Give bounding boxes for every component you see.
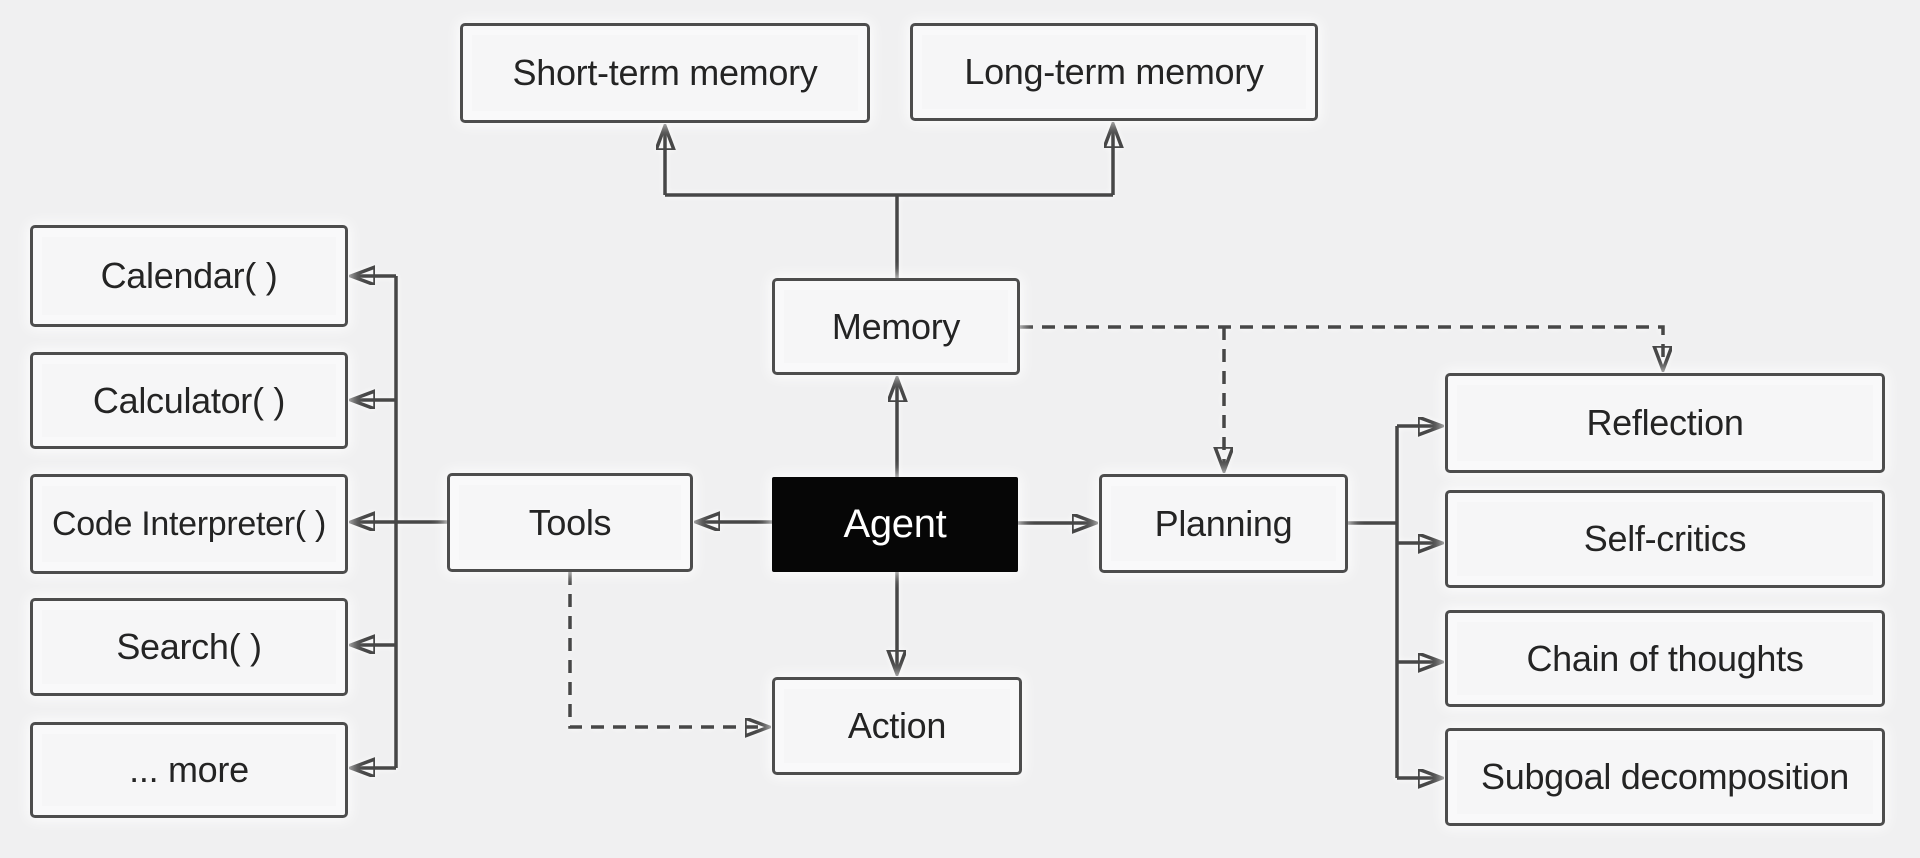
node-label: ... more xyxy=(129,749,249,790)
node-search: Search( ) xyxy=(30,598,348,696)
edge-tools-to-action xyxy=(568,572,767,727)
node-label: Subgoal decomposition xyxy=(1481,756,1849,797)
node-label: Memory xyxy=(831,305,961,347)
node-memory: Memory xyxy=(772,278,1020,375)
node-short-term-memory: Short-term memory xyxy=(460,23,870,123)
node-label: Tools xyxy=(528,501,612,543)
edge-memory-to-reflection xyxy=(1020,325,1663,368)
node-reflection: Reflection xyxy=(1445,373,1885,473)
node-planning: Planning xyxy=(1099,474,1348,573)
node-label: Agent xyxy=(843,502,947,546)
node-label: Code Interpreter( ) xyxy=(52,504,326,543)
node-subgoal-decomposition: Subgoal decomposition xyxy=(1445,728,1885,826)
node-more: ... more xyxy=(30,722,348,818)
node-agent: Agent xyxy=(772,477,1018,572)
node-calculator: Calculator( ) xyxy=(30,352,348,449)
node-label: Chain of thoughts xyxy=(1526,637,1804,679)
node-label: Search( ) xyxy=(116,626,262,667)
node-self-critics: Self-critics xyxy=(1445,490,1885,588)
node-tools: Tools xyxy=(447,473,693,572)
node-label: Planning xyxy=(1154,502,1293,544)
node-code-interpreter: Code Interpreter( ) xyxy=(30,474,348,574)
node-action: Action xyxy=(772,677,1022,775)
node-label: Self-critics xyxy=(1583,518,1747,559)
node-chain-of-thoughts: Chain of thoughts xyxy=(1445,610,1885,707)
node-label: Action xyxy=(847,705,947,746)
node-label: Calculator( ) xyxy=(92,379,286,421)
node-label: Long-term memory xyxy=(964,51,1264,92)
node-label: Reflection xyxy=(1586,402,1744,443)
node-long-term-memory: Long-term memory xyxy=(910,23,1318,121)
node-calendar: Calendar( ) xyxy=(30,225,348,327)
node-label: Short-term memory xyxy=(512,52,818,93)
node-label: Calendar( ) xyxy=(100,255,278,296)
